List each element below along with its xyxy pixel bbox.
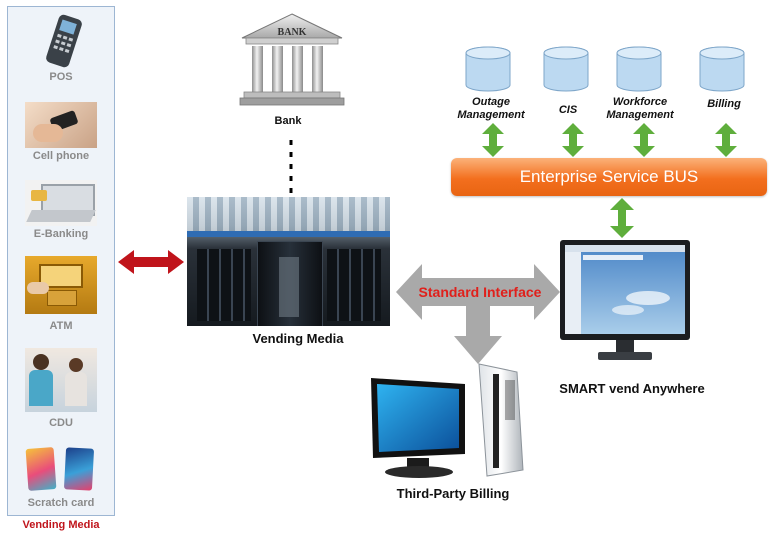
sidebar-label-cell-phone: Cell phone bbox=[32, 150, 90, 162]
sidebar-label-cdu: CDU bbox=[49, 417, 73, 429]
sidebar-label-e-banking: E-Banking bbox=[33, 228, 89, 240]
sidebar-label-scratch-card: Scratch card bbox=[27, 497, 95, 509]
system-label-billing: Billing bbox=[707, 98, 741, 110]
system-label-outage: Outage Management bbox=[457, 96, 525, 121]
green-arrow-outage bbox=[482, 123, 504, 157]
standard-interface-label: Standard Interface bbox=[418, 284, 542, 300]
cell-phone-icon bbox=[25, 102, 97, 148]
smart-vend-label: SMART vend Anywhere bbox=[559, 381, 705, 396]
standard-interface-arrow bbox=[396, 264, 560, 364]
bank-sign: BANK bbox=[277, 27, 307, 38]
green-arrow-cis bbox=[562, 123, 584, 157]
database-icon-outage bbox=[465, 46, 511, 92]
bank-label: Bank bbox=[274, 115, 302, 127]
red-double-arrow bbox=[118, 250, 184, 274]
bank-building-icon bbox=[239, 13, 345, 106]
system-label-cis: CIS bbox=[558, 104, 578, 116]
third-party-billing-pc-icon bbox=[371, 363, 524, 478]
green-arrow-workforce bbox=[633, 123, 655, 157]
atm-icon bbox=[25, 256, 97, 314]
system-label-workforce: Workforce Management bbox=[606, 96, 674, 121]
green-arrow-esb-smart bbox=[610, 198, 634, 238]
vending-media-label: Vending Media bbox=[252, 331, 344, 346]
database-icon-workforce bbox=[616, 46, 662, 92]
database-icon-cis bbox=[543, 46, 589, 92]
third-party-billing-label: Third-Party Billing bbox=[396, 486, 510, 501]
bank-connector-dotted-line bbox=[289, 140, 293, 198]
scratch-card-icon bbox=[25, 447, 95, 491]
enterprise-service-bus: Enterprise Service BUS bbox=[451, 158, 767, 196]
cdu-icon bbox=[25, 348, 97, 412]
e-banking-icon bbox=[25, 180, 97, 226]
pos-terminal-icon bbox=[46, 14, 82, 68]
sidebar-label-pos: POS bbox=[49, 71, 73, 83]
vending-media-server-room-image bbox=[187, 197, 390, 326]
sidebar-label-atm: ATM bbox=[49, 320, 73, 332]
smart-vend-monitor-icon bbox=[560, 240, 690, 360]
green-arrow-billing bbox=[715, 123, 737, 157]
vending-media-panel-title: Vending Media bbox=[22, 519, 100, 531]
database-icon-billing bbox=[699, 46, 745, 92]
